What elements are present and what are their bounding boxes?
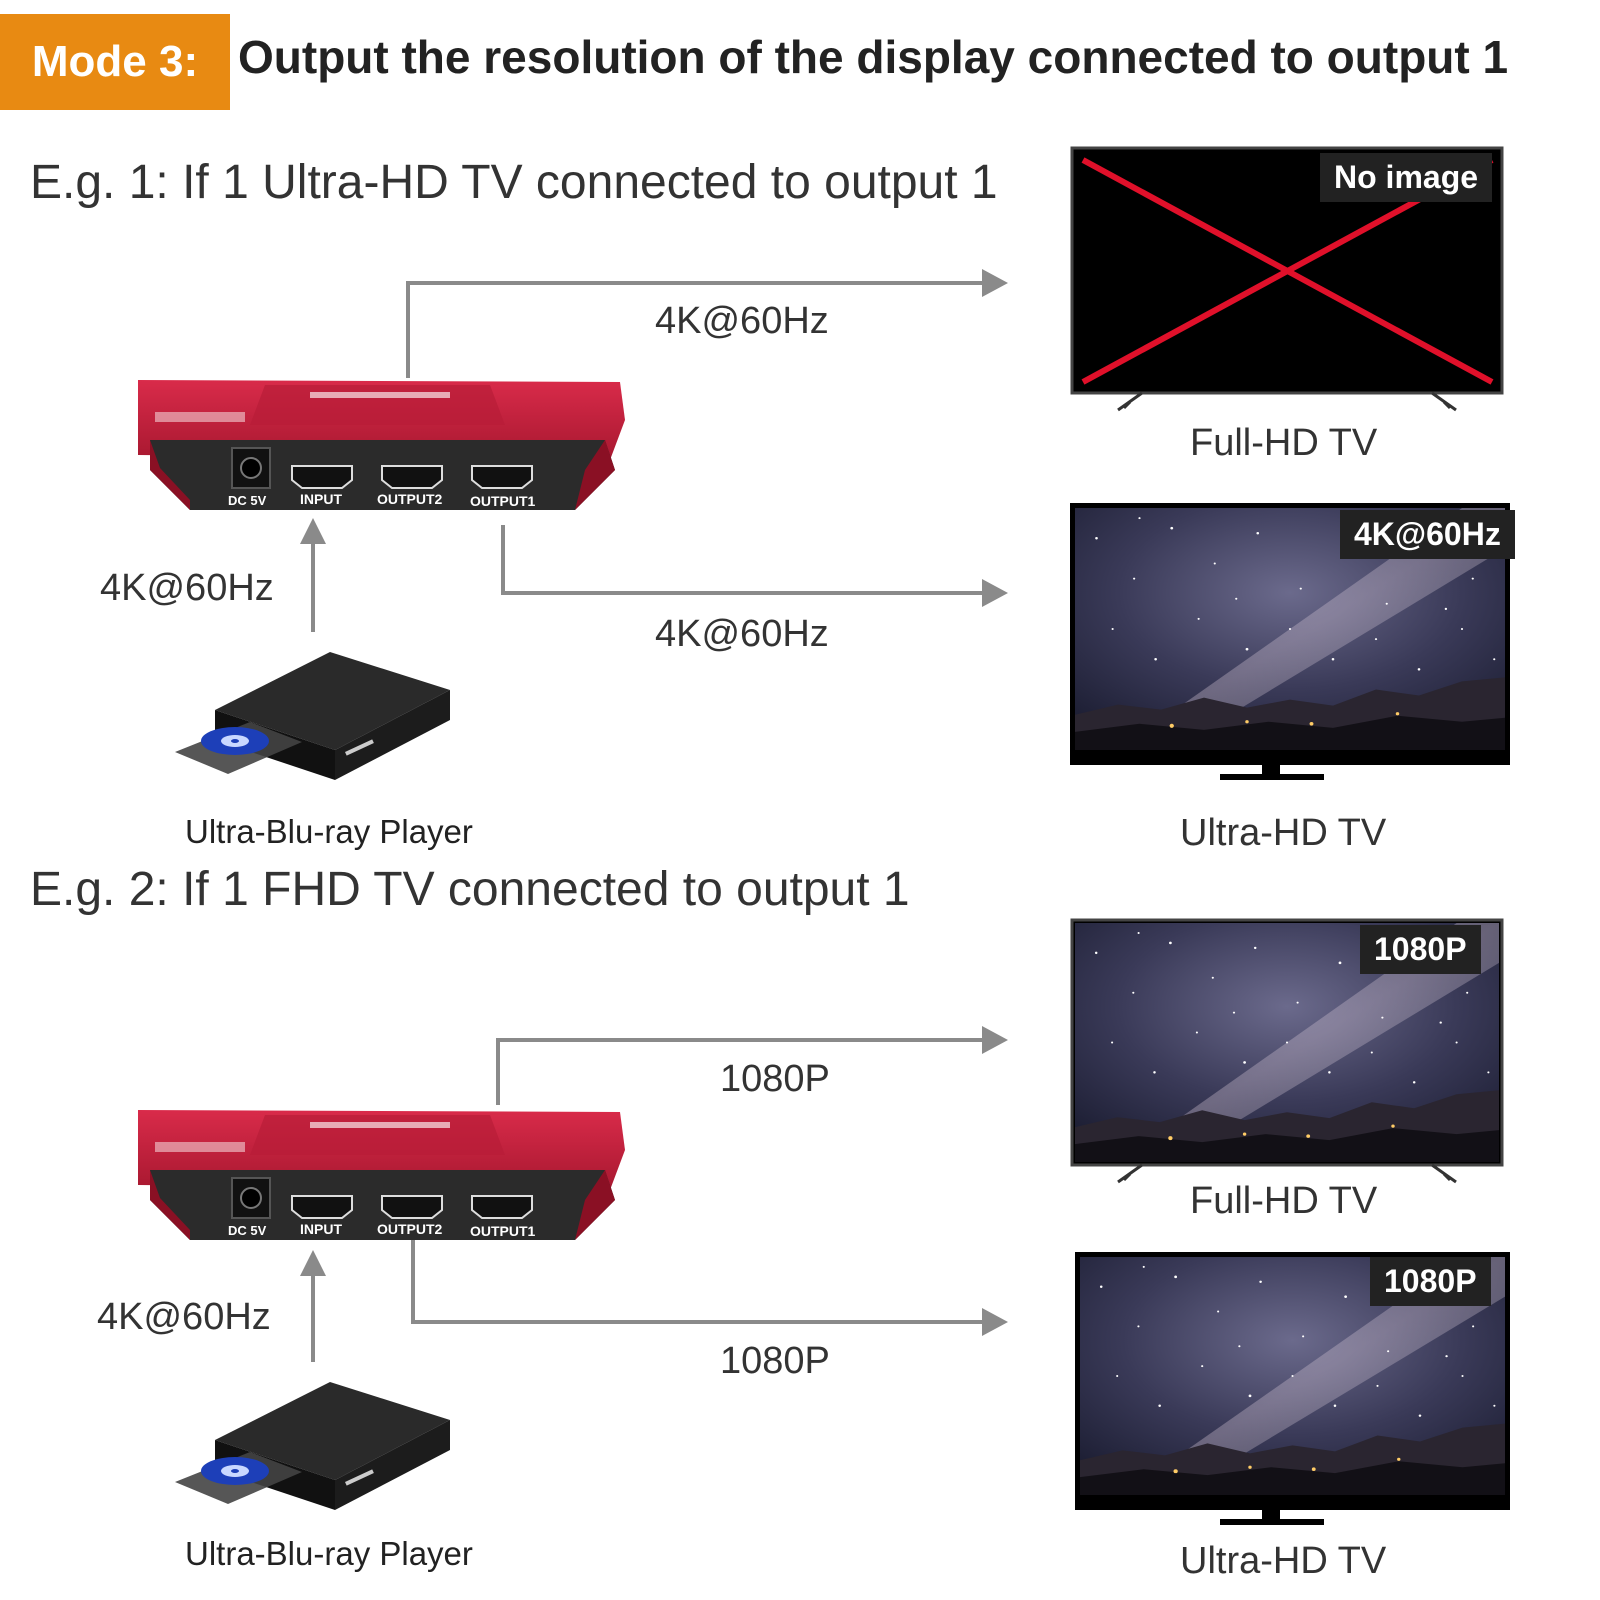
- port-label-output2: OUTPUT2: [377, 1221, 443, 1237]
- arrowhead-ex2-top: [982, 1026, 1008, 1054]
- example2-title: E.g. 2: If 1 FHD TV connected to output …: [30, 863, 910, 916]
- bluray-player-ex1: [175, 652, 450, 780]
- port-label-output2: OUTPUT2: [377, 491, 443, 507]
- arrowhead-ex1-input: [300, 518, 326, 544]
- mode-label: Mode 3:: [0, 14, 230, 110]
- arrowhead-ex2-bottom: [982, 1308, 1008, 1336]
- port-label-dc: DC 5V: [228, 493, 267, 508]
- ex2-output-bottom-signal: 1080P: [720, 1340, 830, 1382]
- ex1-tv-top-overlay: No image: [1320, 153, 1493, 202]
- arrowhead-ex2-input: [300, 1250, 326, 1276]
- port-label-input: INPUT: [300, 491, 342, 507]
- hdmi-splitter-ex1: [138, 380, 625, 510]
- ex2-tv-top-caption: Full-HD TV: [1190, 1180, 1378, 1222]
- ex1-tv-bottom-caption: Ultra-HD TV: [1180, 812, 1387, 854]
- arrow-ex2-output1: [496, 1038, 985, 1105]
- port-label-output1: OUTPUT1: [470, 1223, 536, 1239]
- ex1-tv-bottom-overlay: 4K@60Hz: [1340, 510, 1515, 559]
- ex2-output-top-signal: 1080P: [720, 1058, 830, 1100]
- ex1-tv-top-caption: Full-HD TV: [1190, 422, 1378, 464]
- arrowhead-ex1-top: [982, 269, 1008, 297]
- arrowhead-ex1-bottom: [982, 579, 1008, 607]
- port-label-dc: DC 5V: [228, 1223, 267, 1238]
- port-label-output1: OUTPUT1: [470, 493, 536, 509]
- port-label-input: INPUT: [300, 1221, 342, 1237]
- ex2-tv-top-overlay: 1080P: [1360, 925, 1481, 974]
- ex1-input-signal: 4K@60Hz: [100, 567, 274, 609]
- bluray-player-ex2: [175, 1382, 450, 1510]
- arrow-ex2-output2: [411, 1240, 985, 1324]
- hdmi-splitter-ex2: [138, 1110, 625, 1240]
- ex1-player-caption: Ultra-Blu-ray Player: [185, 813, 473, 850]
- ex1-output-bottom-signal: 4K@60Hz: [655, 613, 829, 655]
- page-title: Output the resolution of the display con…: [238, 31, 1509, 83]
- example1-title: E.g. 1: If 1 Ultra-HD TV connected to ou…: [30, 156, 998, 209]
- ex2-tv-bottom-overlay: 1080P: [1370, 1257, 1491, 1306]
- ex1-output-top-signal: 4K@60Hz: [655, 300, 829, 342]
- ex2-tv-bottom-caption: Ultra-HD TV: [1180, 1540, 1387, 1582]
- arrow-ex1-output1: [501, 525, 985, 595]
- arrow-ex1-output2: [406, 281, 985, 378]
- ex2-input-signal: 4K@60Hz: [97, 1296, 271, 1338]
- ex2-player-caption: Ultra-Blu-ray Player: [185, 1535, 473, 1572]
